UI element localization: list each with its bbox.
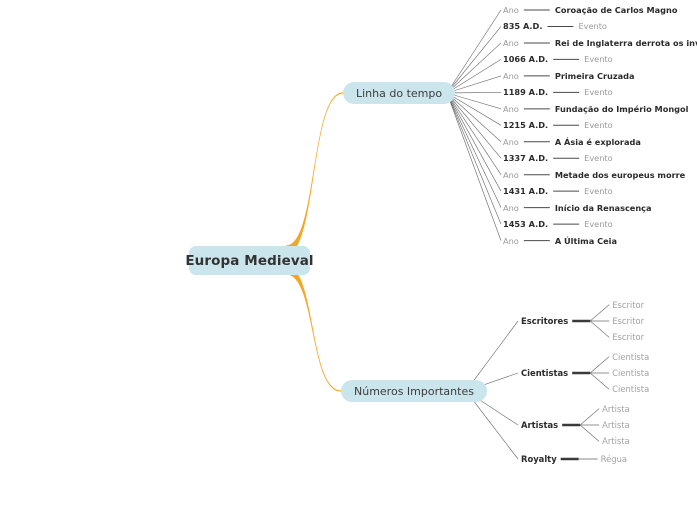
connector-timeline-row-13 [446, 92, 502, 225]
timeline-row-10-year[interactable]: Ano [503, 169, 519, 180]
timeline-row-12-event[interactable]: Início da Renascença [554, 202, 652, 213]
figures-connectors [461, 304, 610, 461]
connector-timeline-row-0 [446, 9, 502, 94]
timeline-row-6-event[interactable]: Fundação do Império Mongol [554, 103, 689, 114]
figures-group-1-label[interactable]: Cientistas [521, 367, 569, 378]
connector-timeline-row-11 [446, 92, 502, 192]
figures-group-1-leaf-1[interactable]: Cientista [612, 367, 650, 378]
connector-figures-group-0-leaf-0 [590, 304, 610, 322]
connector-timeline-row-7 [446, 92, 502, 126]
timeline-row-8-event[interactable]: A Ásia é explorada [554, 136, 641, 147]
connector-timeline-row-1 [446, 26, 502, 94]
branch-node-linha-do-tempo[interactable]: Linha do tempo [343, 82, 456, 104]
figures-group-0-label[interactable]: Escritores [521, 315, 569, 326]
root-node[interactable]: Europa Medieval [185, 246, 314, 275]
figures-group-3-leaf-0[interactable]: Régua [600, 453, 628, 464]
connector-timeline-row-9 [446, 92, 502, 159]
timeline-row-3-year[interactable]: 1066 A.D. [503, 54, 549, 65]
timeline-row-14-event[interactable]: A Última Ceia [554, 235, 617, 246]
timeline-connectors [441, 9, 580, 242]
timeline-row-6-year[interactable]: Ano [503, 103, 519, 114]
timeline-row-14-year[interactable]: Ano [503, 235, 519, 246]
timeline-row-10-event[interactable]: Metade dos europeus morre [554, 169, 686, 180]
timeline-row-11-event[interactable]: Evento [584, 186, 613, 197]
connector-figures-group-0 [465, 320, 519, 392]
connector-timeline-row-3 [446, 59, 502, 94]
figures-group-0-leaf-1[interactable]: Escritor [612, 315, 645, 326]
timeline-row-9-event[interactable]: Evento [584, 153, 613, 164]
timeline-row-5-event[interactable]: Evento [584, 87, 613, 98]
connector-figures-group-2-leaf-2 [579, 424, 600, 442]
timeline-row-4-event[interactable]: Primeira Cruzada [554, 70, 635, 81]
figures-group-2-label[interactable]: Artistas [521, 419, 559, 430]
timeline-row-0-event[interactable]: Coroação de Carlos Magno [554, 4, 678, 15]
timeline-row-13-year[interactable]: 1453 A.D. [503, 219, 549, 230]
timeline-row-11-year[interactable]: 1431 A.D. [503, 186, 549, 197]
timeline-row-1-year[interactable]: 835 A.D. [503, 21, 543, 32]
connector-timeline-row-8 [446, 92, 502, 143]
branch-node-numeros-importantes[interactable]: Números Importantes [341, 380, 487, 402]
figures-group-2-leaf-1[interactable]: Artista [602, 419, 630, 430]
timeline-row-12-year[interactable]: Ano [503, 202, 519, 213]
figures-group-0-leaf-0[interactable]: Escritor [612, 299, 645, 310]
connector-timeline-row-4 [446, 75, 502, 94]
connector-figures-group-3 [465, 390, 519, 460]
connector-figures-group-1-leaf-0 [589, 356, 610, 374]
timeline-row-0-year[interactable]: Ano [503, 4, 519, 15]
timeline-row-9-year[interactable]: 1337 A.D. [503, 153, 549, 164]
timeline-row-1-event[interactable]: Evento [578, 21, 607, 32]
timeline-row-7-event[interactable]: Evento [584, 120, 613, 131]
connector-timeline-row-5 [446, 92, 502, 94]
figures-group-2-leaf-2[interactable]: Artista [602, 436, 630, 447]
timeline-row-8-year[interactable]: Ano [503, 136, 519, 147]
connector-timeline-row-14 [446, 92, 502, 241]
connector-figures-group-1-leaf-2 [589, 372, 610, 390]
connector-timeline-row-12 [446, 92, 502, 208]
timeline-row-3-event[interactable]: Evento [584, 54, 613, 65]
connector-figures-group-0-leaf-2 [590, 320, 610, 338]
figures-group-1-leaf-0[interactable]: Cientista [612, 351, 650, 362]
figures-group-2-leaf-0[interactable]: Artista [602, 403, 630, 414]
timeline-row-2-event[interactable]: Rei de Inglaterra derrota os invasores [554, 37, 697, 48]
figures-group-3-label[interactable]: Royalty [521, 453, 557, 464]
timeline-row-7-year[interactable]: 1215 A.D. [503, 120, 549, 131]
connector-figures-group-2-leaf-0 [579, 408, 600, 426]
connector-timeline-row-10 [446, 92, 502, 175]
timeline-row-5-year[interactable]: 1189 A.D. [503, 87, 549, 98]
figures-group-0-leaf-2[interactable]: Escritor [612, 332, 645, 343]
timeline-row-2-year[interactable]: Ano [503, 37, 519, 48]
figures-group-1-leaf-2[interactable]: Cientista [612, 384, 650, 395]
connector-timeline-row-2 [446, 42, 502, 94]
timeline-row-13-event[interactable]: Evento [584, 219, 613, 230]
connector-timeline-row-6 [446, 92, 502, 110]
timeline-row-4-year[interactable]: Ano [503, 70, 519, 81]
